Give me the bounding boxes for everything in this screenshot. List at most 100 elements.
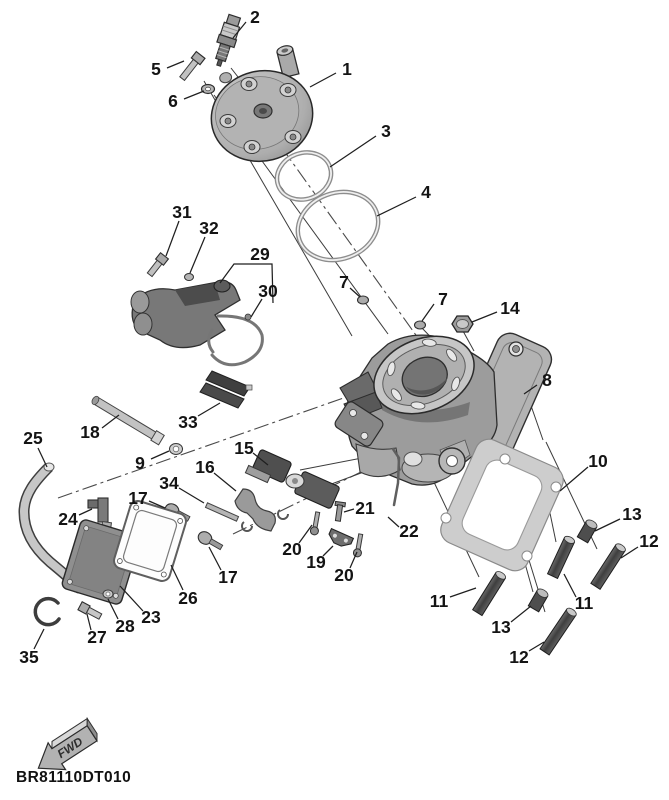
callout-leader-20-28 bbox=[298, 524, 313, 544]
callout-29-8: 29 bbox=[250, 244, 270, 264]
head-washer-right bbox=[413, 320, 427, 330]
callout-leader-8-13 bbox=[523, 384, 538, 395]
callout-leader-25-17 bbox=[37, 447, 48, 468]
callout-leader-3-4 bbox=[329, 135, 377, 168]
exhaust-flange bbox=[334, 401, 384, 447]
callout-leader-24-25 bbox=[78, 508, 93, 516]
washer-32 bbox=[184, 273, 194, 281]
callout-leader-1-1 bbox=[309, 72, 337, 88]
bolt-31 bbox=[146, 251, 170, 278]
callout-32-7: 32 bbox=[199, 218, 219, 238]
callout-leader-21-26 bbox=[343, 508, 355, 513]
callout-33-19: 33 bbox=[178, 412, 198, 432]
callout-leader-6-3 bbox=[183, 90, 205, 100]
callout-5-2: 5 bbox=[151, 59, 161, 79]
callout-leader-4-5 bbox=[376, 196, 417, 217]
callout-26-32: 26 bbox=[178, 588, 198, 608]
callout-20-30: 20 bbox=[334, 565, 354, 585]
callout-9-20: 9 bbox=[135, 453, 145, 473]
callout-leader-13-39 bbox=[510, 605, 532, 623]
head-washer-left bbox=[356, 295, 370, 305]
callout-22-27: 22 bbox=[399, 521, 419, 541]
base-gasket bbox=[440, 438, 564, 572]
stud-12-right bbox=[590, 543, 626, 590]
pin-21 bbox=[334, 500, 347, 522]
bracket-16 bbox=[234, 488, 289, 532]
callout-leader-12-16 bbox=[620, 546, 639, 559]
head-nut bbox=[451, 315, 474, 333]
callout-16-22: 16 bbox=[195, 457, 215, 477]
callout-leader-11-37 bbox=[449, 587, 477, 598]
callout-leader-5-2 bbox=[166, 60, 185, 69]
callout-leader-16-22 bbox=[213, 472, 237, 492]
callout-leader-2-0 bbox=[232, 21, 247, 39]
callout-leader-35-36 bbox=[33, 628, 45, 650]
stud-11-left bbox=[471, 571, 507, 617]
cylinder-block bbox=[334, 332, 553, 486]
nut-13-top bbox=[576, 519, 598, 544]
callout-leader-19-29 bbox=[322, 545, 334, 557]
callout-leader-9-20 bbox=[150, 450, 170, 460]
callout-15-21: 15 bbox=[234, 438, 254, 458]
diagram-code: BR81110DT010 bbox=[16, 769, 131, 786]
head-bolt bbox=[179, 50, 206, 82]
callout-13-39: 13 bbox=[491, 617, 511, 637]
callout-12-16: 12 bbox=[639, 531, 659, 551]
callout-31-6: 31 bbox=[172, 202, 192, 222]
callout-7-10: 7 bbox=[339, 272, 349, 292]
callout-10-14: 10 bbox=[588, 451, 608, 471]
spark-plug bbox=[214, 13, 242, 67]
plate-gasket-26 bbox=[113, 500, 187, 582]
callout-leader-13-15 bbox=[594, 518, 621, 532]
callout-leader-28-34 bbox=[107, 598, 119, 620]
callout-20-28: 20 bbox=[282, 539, 302, 559]
callout-leader-32-7 bbox=[189, 236, 206, 274]
clip-35 bbox=[33, 596, 61, 627]
callout-18-18: 18 bbox=[80, 422, 100, 442]
callout-leader-30-9 bbox=[250, 298, 263, 318]
callout-leader-11-38 bbox=[563, 573, 577, 598]
callout-leader-34-23 bbox=[178, 487, 205, 504]
callout-4-5: 4 bbox=[421, 182, 431, 202]
washer-9 bbox=[168, 442, 184, 456]
callout-7-11: 7 bbox=[438, 289, 448, 309]
callout-leader-18-18 bbox=[101, 414, 120, 429]
callout-1-1: 1 bbox=[342, 59, 352, 79]
lever-19 bbox=[328, 527, 355, 547]
head-bolt-washer bbox=[200, 83, 216, 95]
leaf-spring-33 bbox=[199, 370, 253, 409]
callout-34-23: 34 bbox=[159, 473, 179, 493]
stud-11-right bbox=[546, 535, 576, 580]
washer-28 bbox=[102, 589, 114, 599]
callout-leader-20-30 bbox=[349, 551, 358, 569]
callout-2-0: 2 bbox=[250, 7, 260, 27]
callout-24-25: 24 bbox=[58, 509, 78, 529]
callout-19-29: 19 bbox=[306, 552, 326, 572]
governor-15 bbox=[244, 449, 340, 509]
cylinder-top-flange bbox=[373, 335, 475, 415]
head-bolt-bosses bbox=[219, 77, 302, 154]
callout-leader-23-33 bbox=[119, 585, 144, 612]
callout-12-40: 12 bbox=[509, 647, 529, 667]
callout-11-37: 11 bbox=[430, 591, 449, 611]
callout-23-33: 23 bbox=[141, 607, 161, 627]
o-ring-large bbox=[295, 189, 381, 263]
callout-6-3: 6 bbox=[168, 91, 178, 111]
pin-34 bbox=[204, 502, 240, 522]
callout-leader-17-31 bbox=[208, 546, 222, 571]
callout-11-38: 11 bbox=[575, 593, 594, 613]
push-rod-18 bbox=[91, 395, 165, 446]
callout-17-24: 17 bbox=[128, 488, 147, 508]
callout-30-9: 30 bbox=[258, 281, 278, 301]
bolt-17-lower bbox=[197, 531, 224, 551]
callout-3-4: 3 bbox=[381, 121, 391, 141]
nut-13-bottom bbox=[527, 588, 549, 613]
pin-20-left bbox=[309, 511, 321, 536]
bolt-27 bbox=[77, 601, 103, 620]
callout-leader-31-6 bbox=[165, 220, 180, 257]
callout-leader-7-11 bbox=[421, 303, 435, 322]
callout-leader-22-27 bbox=[387, 516, 400, 528]
